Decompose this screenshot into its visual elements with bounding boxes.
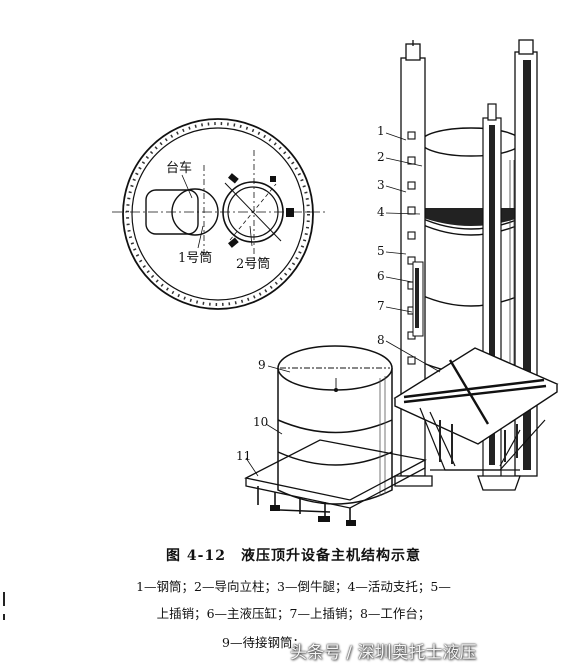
tube1-label: 1号筒 — [178, 250, 212, 266]
figure-caption: 图 4-12 液压顶升设备主机结构示意 — [166, 548, 421, 564]
margin-mark — [3, 592, 5, 606]
callout-8: 8 — [377, 333, 385, 347]
callout-5: 5 — [377, 244, 385, 258]
callout-6: 6 — [377, 269, 385, 283]
callout-10: 10 — [253, 415, 268, 429]
margin-mark — [3, 614, 5, 620]
callout-7: 7 — [377, 299, 385, 313]
cart-label: 台车 — [166, 160, 192, 176]
tube2-label: 2号筒 — [236, 256, 270, 272]
legend-line-3: 9—待接钢筒； — [222, 635, 305, 650]
callout-2: 2 — [377, 150, 385, 164]
tube-to-join — [277, 345, 393, 505]
callout-3: 3 — [377, 178, 385, 192]
callout-9: 9 — [258, 358, 266, 372]
legend-line-1: 1—钢筒；2—导向立柱；3—倒牛腿；4—活动支托；5— — [136, 579, 451, 594]
callout-4: 4 — [377, 205, 385, 219]
legend-line-2: 上插销；6—主液压缸；7—上插销；8—工作台； — [156, 606, 431, 621]
clamp-blocks — [228, 173, 294, 248]
watermark-text: 头条号 / 深圳奥托士液压 — [290, 643, 477, 663]
callout-1: 1 — [377, 124, 385, 138]
plan-view — [112, 118, 325, 310]
callout-11: 11 — [236, 449, 251, 463]
